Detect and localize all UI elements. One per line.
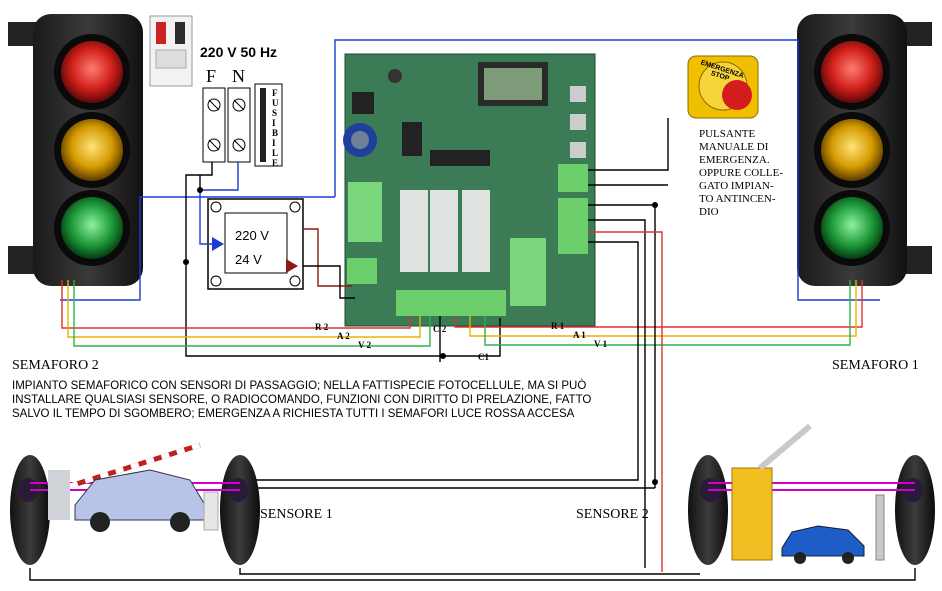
wires [29, 39, 916, 581]
transformer-primary-label: 220 V [235, 228, 269, 243]
transformer [207, 198, 304, 290]
sensor-left-a [10, 455, 50, 565]
wire-label-a2: A 2 [337, 331, 350, 341]
circuit-breaker [149, 15, 193, 87]
fuse-label: FUSIBILE [272, 88, 279, 168]
car-right [731, 423, 885, 564]
yellow-lamp-left [61, 119, 123, 181]
car-left [48, 442, 219, 532]
semaforo-right-label: SEMAFORO 1 [832, 358, 919, 373]
wire-label-c1: C1 [478, 352, 489, 362]
transformer-secondary-label: 24 V [235, 252, 262, 267]
traffic-light-right [797, 14, 932, 286]
emergency-caption-line: GATO IMPIAN- [699, 180, 774, 192]
description-line: SALVO IL TEMPO DI SGOMBERO; EMERGENZA A … [12, 408, 575, 420]
sensor-left-b [220, 455, 260, 565]
sensor-right-a [688, 455, 728, 565]
sensor-left-label: SENSORE 1 [260, 507, 333, 522]
wire-label-v2: V 2 [358, 340, 372, 350]
traffic-light-left [8, 14, 143, 286]
description-line: IMPIANTO SEMAFORICO CON SENSORI DI PASSA… [12, 380, 587, 392]
green-lamp-left [61, 197, 123, 259]
emergency-caption-line: EMERGENZA. [699, 154, 770, 166]
emergency-caption-line: DIO [699, 206, 719, 218]
green-lamp-right [821, 197, 883, 259]
description-line: INSTALLARE QUALSIASI SENSORE, O RADIOCOM… [12, 394, 592, 406]
wire-label-r2: R 2 [315, 322, 329, 332]
emergency-caption-line: MANUALE DI [699, 141, 769, 153]
sensor-right-b [895, 455, 935, 565]
sensor-right-label: SENSORE 2 [576, 507, 649, 522]
emergency-button-graphic [687, 55, 759, 119]
emergency-caption: PULSANTE MANUALE DI EMERGENZA. OPPURE CO… [699, 128, 783, 219]
red-lamp-right [821, 41, 883, 103]
emergency-caption-line: PULSANTE [699, 128, 756, 140]
wire-label-c2: C 2 [433, 324, 447, 334]
semaforo-left-label: SEMAFORO 2 [12, 358, 99, 373]
description: IMPIANTO SEMAFORICO CON SENSORI DI PASSA… [12, 379, 591, 421]
wire-label-a1: A 1 [573, 330, 586, 340]
control-board [343, 53, 596, 327]
wire-label-r1: R 1 [551, 321, 565, 331]
mains-terminals [202, 83, 283, 167]
wire-label-v1: V 1 [594, 339, 608, 349]
neutral-label: N [232, 66, 245, 86]
yellow-lamp-right [821, 119, 883, 181]
red-lamp-left [61, 41, 123, 103]
emergency-caption-line: OPPURE COLLE- [699, 167, 784, 179]
power-supply-label: 220 V 50 Hz [200, 44, 278, 60]
emergency-caption-line: TO ANTINCEN- [699, 193, 776, 205]
phase-label: F [206, 66, 217, 86]
